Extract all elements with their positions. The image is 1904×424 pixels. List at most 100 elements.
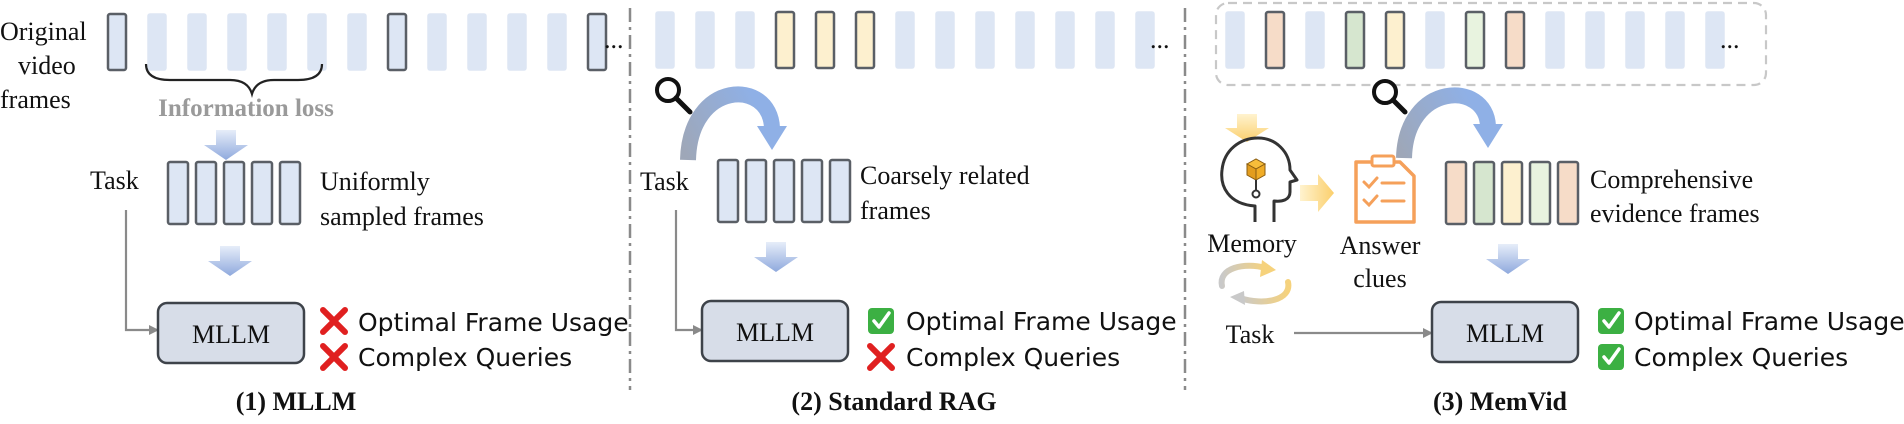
video-frame [1015,11,1035,69]
video-frame [1305,11,1325,69]
svg-text:frames: frames [0,85,71,114]
task-label: Task [1226,320,1275,349]
result-optimal-frame-usage: Optimal Frame Usage [868,307,1177,336]
video-frame [814,10,836,70]
video-frame [744,158,768,224]
video-frame [147,13,167,71]
task-connector [124,210,159,335]
video-frame [106,12,128,72]
video-frame [1135,11,1155,69]
svg-text:Coarsely related: Coarsely related [860,161,1030,190]
svg-text:Optimal Frame Usage: Optimal Frame Usage [1634,307,1904,336]
video-frame [1055,11,1075,69]
video-frame [194,160,218,226]
panel-mllm: Original video frames ... Information lo… [0,12,629,416]
check-icon [868,308,894,334]
svg-text:MLLM: MLLM [736,318,814,347]
svg-text:evidence frames: evidence frames [1590,199,1760,228]
original-frames-label: Original video frames [0,17,87,114]
memory-brain-icon [1220,136,1299,222]
video-frame [1528,160,1552,226]
video-frame [507,13,527,71]
video-frame [1444,160,1468,226]
svg-text:MLLM: MLLM [1466,319,1544,348]
result-complex-queries: Complex Queries [1598,343,1848,372]
mllm-box: MLLM [156,301,306,365]
svg-text:sampled frames: sampled frames [320,202,484,231]
comprehensive-evidence-frames [1444,160,1580,226]
video-frame [1425,11,1445,69]
ellipsis: ... [1720,25,1740,54]
svg-text:Original: Original [0,17,87,46]
video-frame [1225,11,1245,69]
information-loss-brace [144,63,324,98]
ellipsis: ... [1150,25,1170,54]
svg-text:Optimal Frame Usage: Optimal Frame Usage [358,308,629,337]
video-frame [854,10,876,70]
video-frame [1384,10,1406,70]
video-frame [716,158,740,224]
video-frame [1095,11,1115,69]
cross-icon [320,343,348,371]
video-frame [1556,160,1580,226]
cycle-icon [1218,260,1292,305]
video-frame [427,13,447,71]
video-frame [267,13,287,71]
retrieval-arc-arrow [1396,87,1496,159]
arrow-right-clues [1300,174,1334,212]
video-frame [547,13,567,71]
result-complex-queries: Complex Queries [320,343,572,372]
memory-label: Memory [1207,229,1297,258]
video-frame [1625,11,1645,69]
video-frame [772,158,796,224]
video-frame [1472,160,1496,226]
information-loss-label: Information loss [158,95,334,122]
coarsely-related-frames [716,158,852,224]
video-frame [307,13,327,71]
clipboard-checklist-icon [1354,154,1416,224]
video-frame [222,160,246,226]
video-frame [1464,10,1486,70]
arrow-down-1 [204,130,248,160]
video-frame [1264,10,1286,70]
video-frame [800,158,824,224]
video-frame [467,13,487,71]
video-frame [1545,11,1565,69]
result-optimal-frame-usage: Optimal Frame Usage [1598,307,1904,336]
mllm-box: MLLM [1430,300,1580,364]
video-frame [695,11,715,69]
video-frame [1344,10,1366,70]
panel-standard-rag: ... Task Coarsely related frames MLLM Op… [640,10,1177,416]
video-frame [1705,11,1725,69]
memory-frames-container [1214,1,1768,87]
video-frame [187,13,207,71]
cross-icon [867,343,895,371]
svg-text:Uniformly: Uniformly [320,167,430,196]
video-frame [735,11,755,69]
task-label: Task [90,166,139,195]
search-icon [1372,79,1408,115]
svg-text:Comprehensive: Comprehensive [1590,165,1753,194]
video-frame [895,11,915,69]
search-icon [655,77,693,115]
video-frame [655,11,675,69]
video-frame [975,11,995,69]
uniformly-sampled-frames [166,160,302,226]
check-icon [1598,344,1624,370]
result-complex-queries: Complex Queries [867,343,1120,372]
svg-text:frames: frames [860,196,931,225]
svg-text:Complex Queries: Complex Queries [906,343,1120,372]
task-connector [674,210,703,335]
original-frames-strip [1225,10,1725,70]
original-frames-strip [655,10,1155,70]
video-frame [250,160,274,226]
arrow-down-2 [754,242,798,272]
video-frame [1500,160,1524,226]
task-label: Task [640,167,689,196]
video-frame [935,11,955,69]
video-frame [166,160,190,226]
svg-text:MLLM: MLLM [192,320,270,349]
arrow-down-2 [208,246,252,276]
retrieval-arc-arrow [680,86,780,161]
